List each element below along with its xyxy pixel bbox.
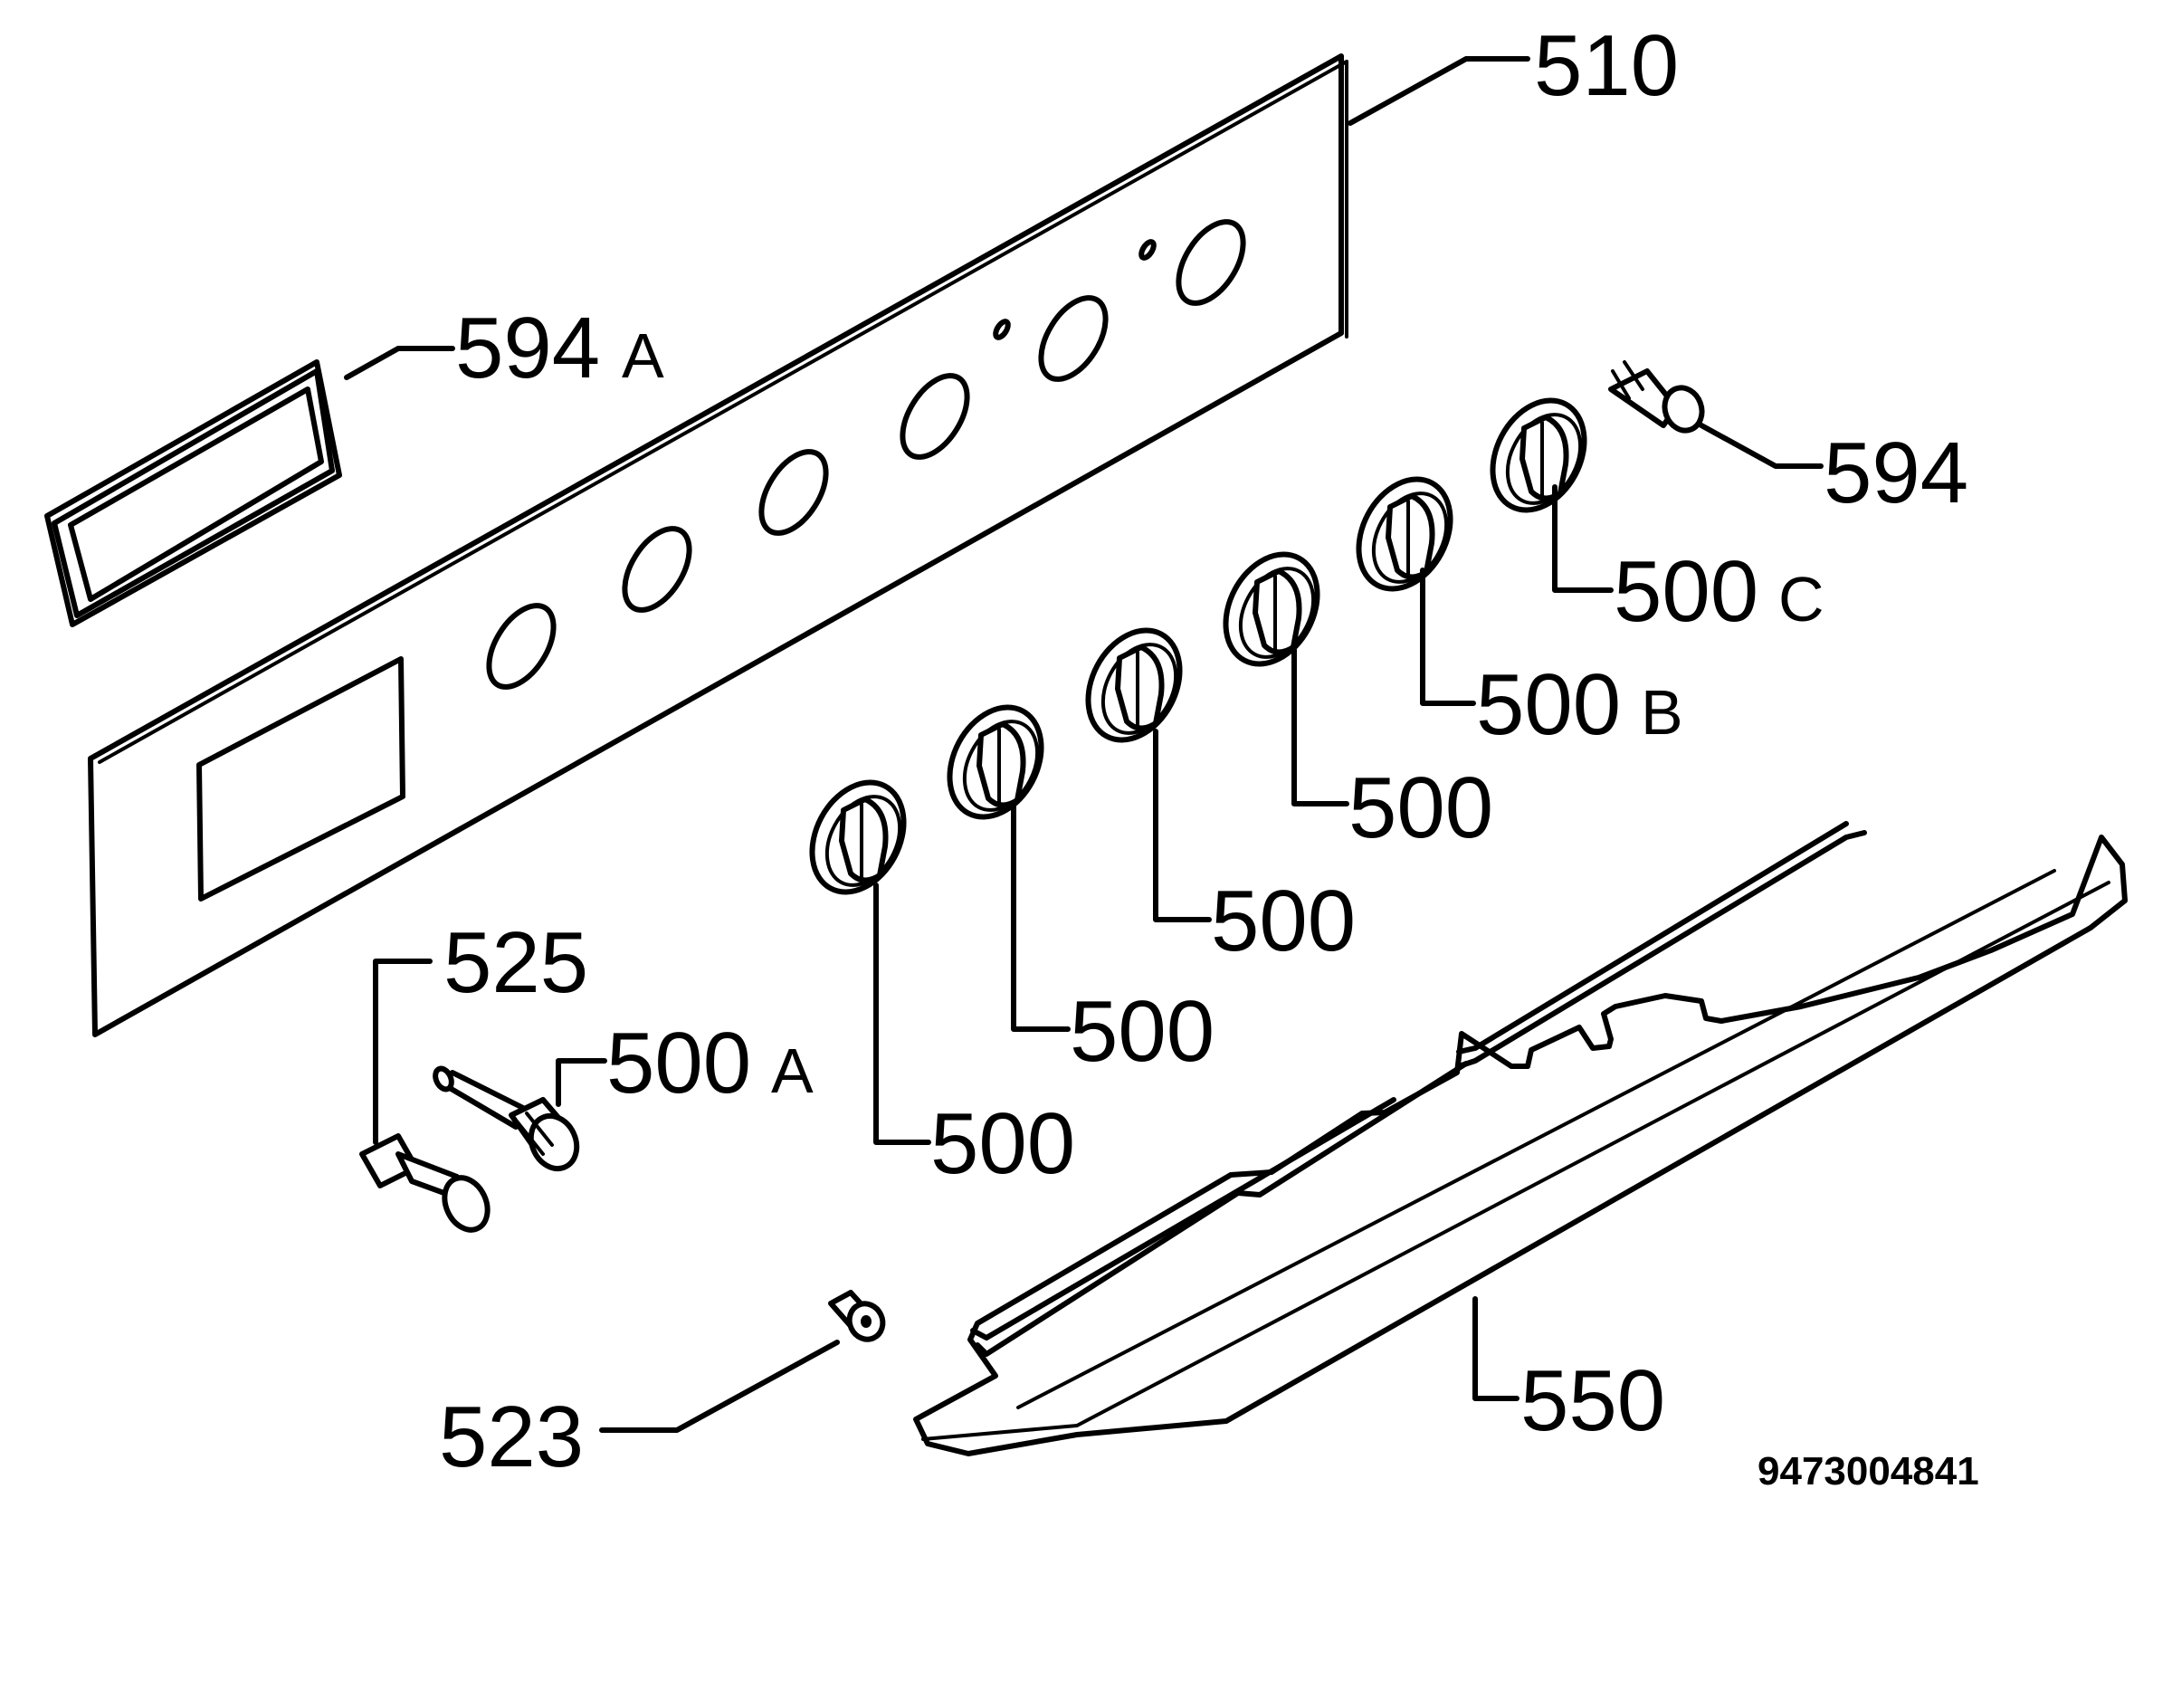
label-510: 510 [1534,17,1679,114]
display-frame-594a: 594 A [44,300,664,627]
label-500-4: 500 [1348,759,1493,856]
knob-labels: 500 C 500 B 500 500 500 500 [873,484,1824,1192]
control-panel-510: 510 [88,17,1679,1037]
knob-500-3 [1085,627,1183,743]
drawing-number: 9473004841 [1758,1449,1979,1493]
knob-500-4 [1223,551,1320,667]
label-594: 594 [455,300,600,396]
label-suffix-a2: A [771,1035,814,1106]
label-500-3: 500 [1211,873,1356,969]
label-500b: 500 [1476,656,1621,753]
indicator-lamp-594: 594 [1608,360,1968,521]
spindle-500a: 500 A [433,1015,814,1172]
label-suffix-a: A [622,320,664,391]
control-knobs [809,397,1587,895]
label-500a: 500 [606,1015,751,1112]
knob-500c [1490,397,1587,513]
label-594-lamp: 594 [1824,425,1968,521]
knob-500-2 [947,704,1044,820]
label-523: 523 [439,1388,584,1485]
label-suffix-b: B [1641,677,1683,748]
label-500-1: 500 [930,1095,1075,1192]
clip-523: 523 [439,1290,886,1485]
label-550: 550 [1520,1352,1665,1449]
knob-500b [1356,476,1453,592]
label-500c: 500 [1614,543,1758,640]
label-525: 525 [443,914,588,1011]
screw-525: 525 [359,914,588,1233]
label-500-2: 500 [1070,983,1215,1080]
label-suffix-c: C [1778,564,1824,635]
trim-strip-550: 550 [913,821,2128,1456]
knob-500-1 [809,779,907,895]
